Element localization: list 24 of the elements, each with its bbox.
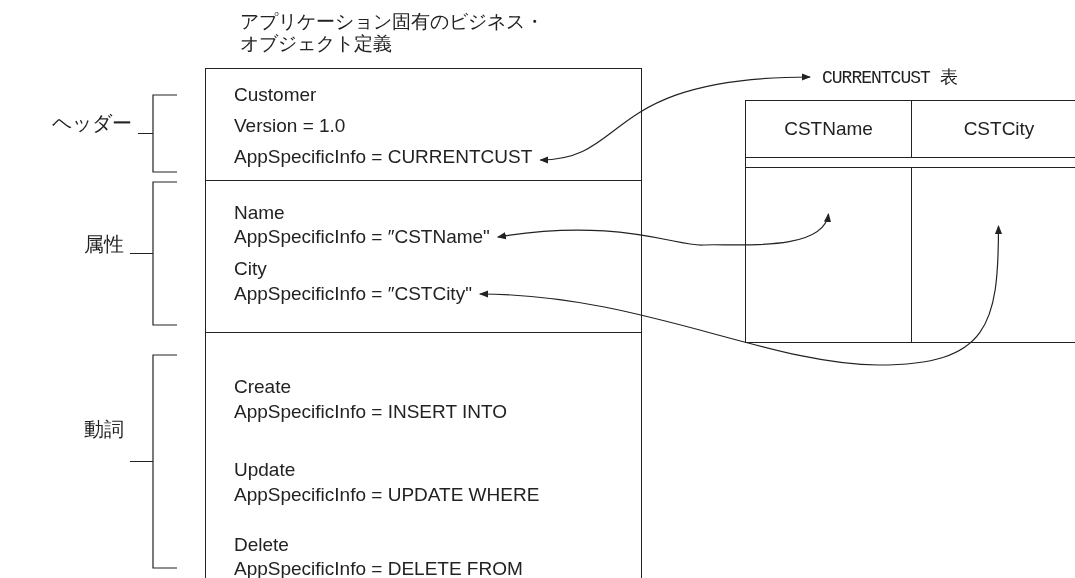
section-label: ヘッダー — [52, 111, 132, 136]
element-name: Customer — [234, 83, 318, 107]
property-text: AppSpecificInfo = CURRENTCUST — [234, 145, 533, 169]
column-name: CSTName — [784, 118, 873, 140]
section-label: 属性 — [84, 232, 124, 257]
arrow — [539, 73, 811, 163]
table-title: CURRENTCUST 表 — [822, 67, 957, 89]
property-text: AppSpecificInfo = INSERT INTO — [234, 400, 507, 424]
box-heading: アプリケーション固有のビジネス・オブジェクト定義 — [240, 11, 545, 55]
property-text: AppSpecificInfo = ″CSTName" — [234, 225, 490, 249]
element-name: Delete — [234, 533, 290, 557]
arrow — [496, 213, 830, 246]
element-name: Name — [234, 201, 286, 225]
column-name: CSTCity — [963, 118, 1035, 140]
property-text: AppSpecificInfo = ″CSTCity" — [234, 282, 472, 306]
table-cell — [911, 167, 1075, 343]
arrow — [479, 225, 1002, 366]
element-name: Create — [234, 375, 293, 399]
section-label: 動詞 — [84, 417, 124, 442]
property-text: Version = 1.0 — [234, 114, 347, 138]
element-name: City — [234, 257, 268, 281]
property-text: AppSpecificInfo = UPDATE WHERE — [234, 483, 540, 507]
element-name: Update — [234, 458, 297, 482]
column-header — [911, 101, 1075, 158]
